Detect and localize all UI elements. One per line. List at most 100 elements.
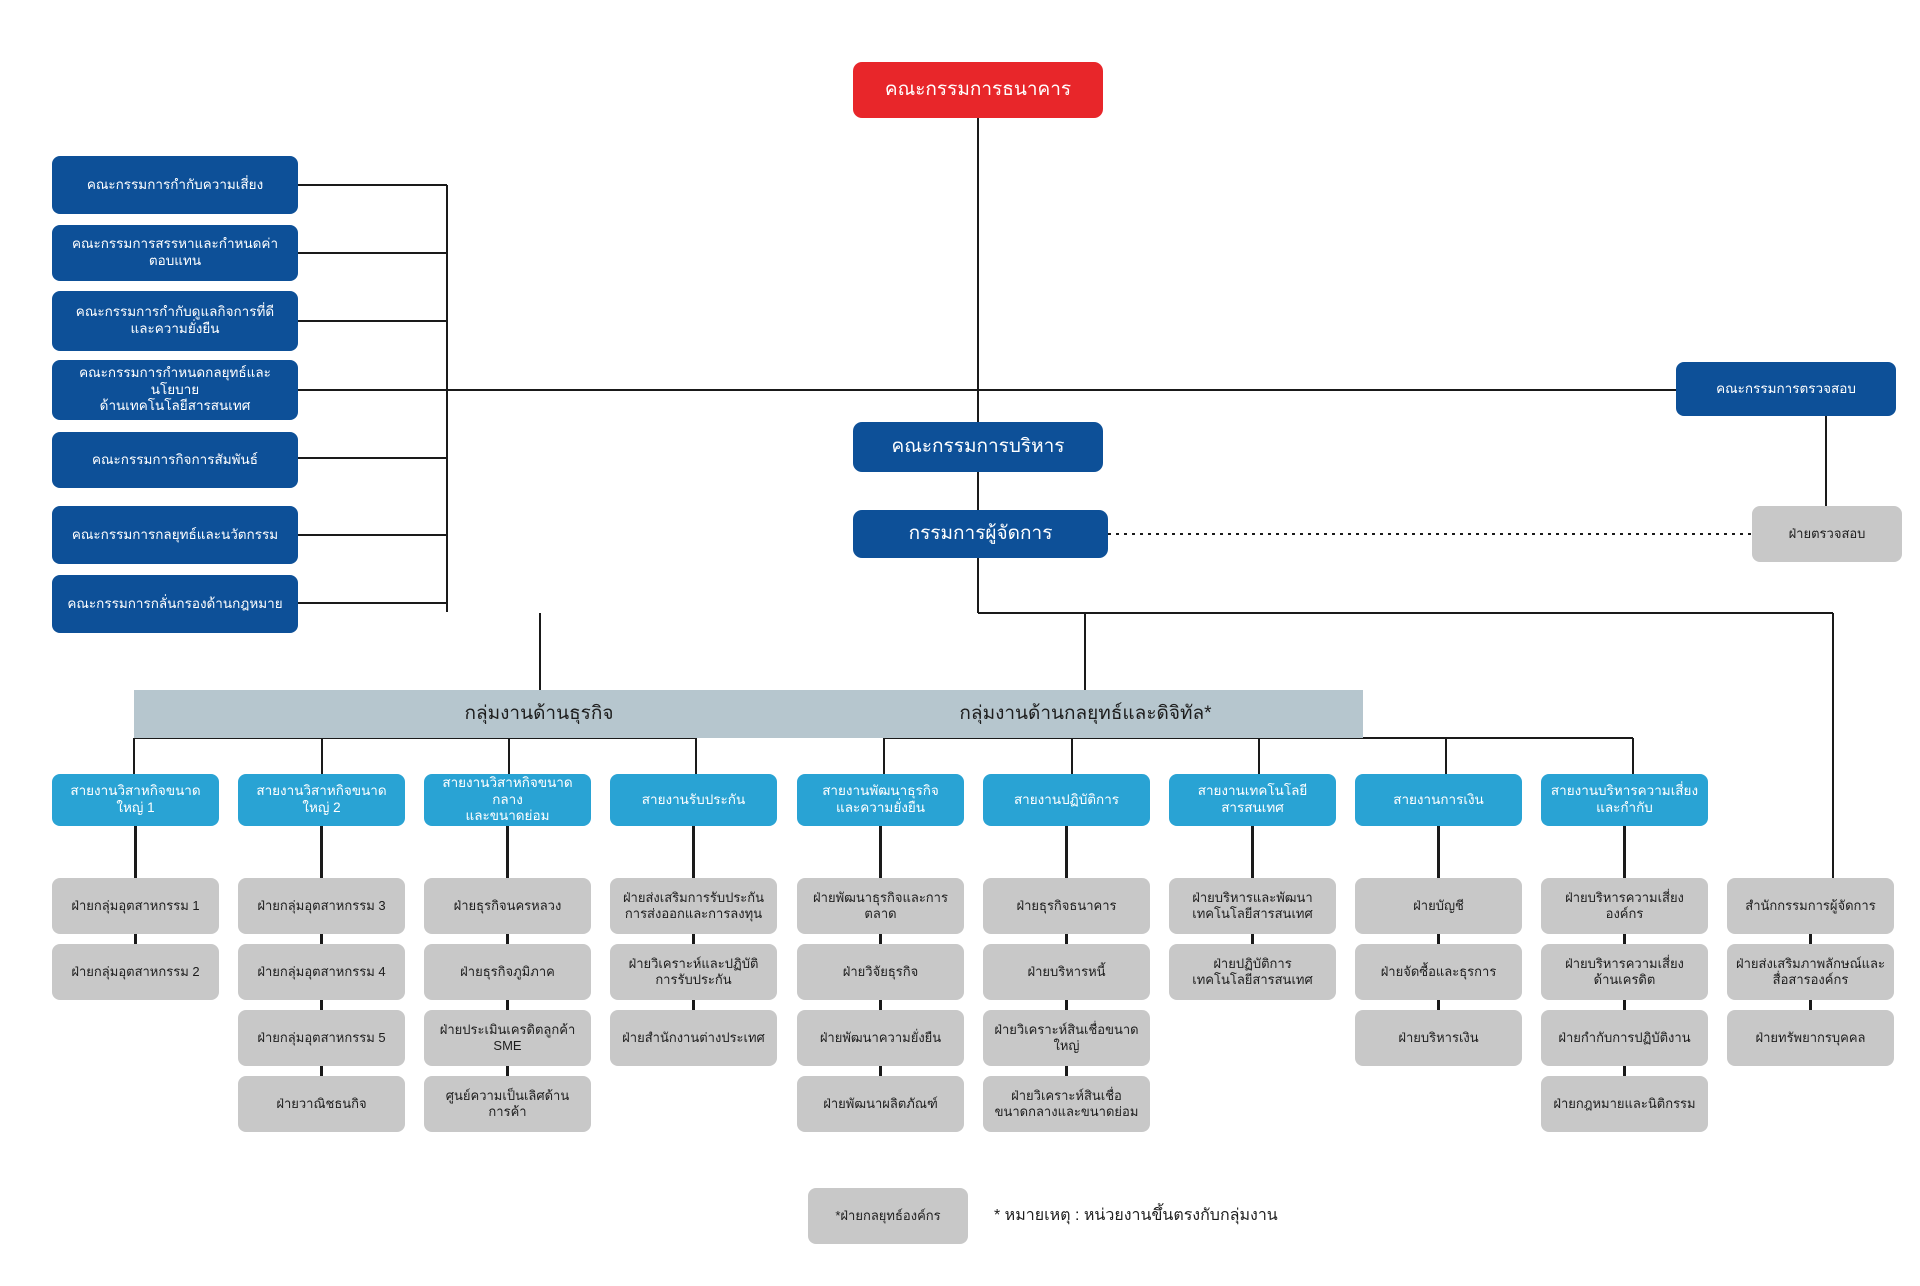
department-label-3-4: ศูนย์ความเป็นเลิศด้านการค้า — [445, 1087, 570, 1119]
direct-report-node-3[interactable]: ฝ่ายทรัพยากรบุคคล — [1727, 1010, 1894, 1066]
group-header-strategy-digital[interactable]: กลุ่มงานด้านกลยุทธ์และดิจิทัล* — [808, 690, 1363, 738]
committee-label-7: คณะกรรมการกลั่นกรองด้านกฎหมาย — [67, 595, 283, 611]
department-label-9-2: ฝ่ายบริหารความเสี่ยงด้านเครดิต — [1565, 955, 1684, 987]
committee-node-2[interactable]: คณะกรรมการสรรหาและกำหนดค่าตอบแทน — [52, 225, 298, 281]
division-label-7: สายงานเทคโนโลยีสารสนเทศ — [1197, 783, 1308, 815]
department-label-1-2: ฝ่ายกลุ่มอุตสาหกรรม 2 — [71, 963, 200, 979]
managing-director-node[interactable]: กรรมการผู้จัดการ — [853, 510, 1108, 558]
department-label-4-2: ฝ่ายวิเคราะห์และปฏิบัติการรับประกัน — [628, 955, 759, 987]
department-node-1-2[interactable]: ฝ่ายกลุ่มอุตสาหกรรม 2 — [52, 944, 219, 1000]
department-node-6-4[interactable]: ฝ่ายวิเคราะห์สินเชื่อขนาดกลางและขนาดย่อม — [983, 1076, 1150, 1132]
division-label-8: สายงานการเงิน — [1393, 791, 1484, 807]
division-label-2: สายงานวิสาหกิจขนาดใหญ่ 2 — [256, 783, 387, 815]
department-label-7-2: ฝ่ายปฏิบัติการเทคโนโลยีสารสนเทศ — [1192, 955, 1313, 987]
department-label-2-4: ฝ่ายวาณิชธนกิจ — [276, 1095, 367, 1111]
committee-label-1: คณะกรรมการกำกับความเสี่ยง — [86, 176, 264, 192]
root-board-label: คณะกรรมการธนาคาร — [884, 79, 1072, 101]
division-node-3[interactable]: สายงานวิสาหกิจขนาดกลางและขนาดย่อม — [424, 774, 591, 826]
department-node-5-1[interactable]: ฝ่ายพัฒนาธุรกิจและการตลาด — [797, 878, 964, 934]
audit-committee-node[interactable]: คณะกรรมการตรวจสอบ — [1676, 362, 1896, 416]
group-header-business-label: กลุ่มงานด้านธุรกิจ — [464, 703, 614, 725]
department-node-3-4[interactable]: ศูนย์ความเป็นเลิศด้านการค้า — [424, 1076, 591, 1132]
committee-node-3[interactable]: คณะกรรมการกำกับดูแลกิจการที่ดีและความยั่… — [52, 291, 298, 351]
committee-label-4: คณะกรรมการกำหนดกลยุทธ์และนโยบายด้านเทคโน… — [79, 364, 271, 414]
department-node-9-2[interactable]: ฝ่ายบริหารความเสี่ยงด้านเครดิต — [1541, 944, 1708, 1000]
department-label-6-1: ฝ่ายธุรกิจธนาคาร — [1016, 897, 1117, 913]
department-label-1-1: ฝ่ายกลุ่มอุตสาหกรรม 1 — [71, 897, 200, 913]
division-label-4: สายงานรับประกัน — [641, 791, 746, 807]
department-label-8-2: ฝ่ายจัดซื้อและธุรการ — [1380, 963, 1497, 979]
department-label-6-2: ฝ่ายบริหารหนี้ — [1027, 963, 1106, 979]
department-node-2-2[interactable]: ฝ่ายกลุ่มอุตสาหกรรม 4 — [238, 944, 405, 1000]
department-label-3-2: ฝ่ายธุรกิจภูมิภาค — [460, 963, 555, 979]
division-label-5: สายงานพัฒนาธุรกิจและความยั่งยืน — [822, 783, 939, 815]
direct-report-label-2: ฝ่ายส่งเสริมภาพลักษณ์และสื่อสารองค์กร — [1736, 955, 1885, 987]
department-node-2-4[interactable]: ฝ่ายวาณิชธนกิจ — [238, 1076, 405, 1132]
committee-label-6: คณะกรรมการกลยุทธ์และนวัตกรรม — [71, 526, 279, 542]
department-node-4-2[interactable]: ฝ่ายวิเคราะห์และปฏิบัติการรับประกัน — [610, 944, 777, 1000]
managing-director-label: กรรมการผู้จัดการ — [908, 523, 1053, 545]
department-label-7-1: ฝ่ายบริหารและพัฒนาเทคโนโลยีสารสนเทศ — [1192, 889, 1313, 921]
footnote-text-label: * หมายเหตุ : หน่วยงานขึ้นตรงกับกลุ่มงาน — [994, 1207, 1278, 1224]
department-node-5-2[interactable]: ฝ่ายวิจัยธุรกิจ — [797, 944, 964, 1000]
department-node-1-1[interactable]: ฝ่ายกลุ่มอุตสาหกรรม 1 — [52, 878, 219, 934]
department-node-3-1[interactable]: ฝ่ายธุรกิจนครหลวง — [424, 878, 591, 934]
committee-label-5: คณะกรรมการกิจการสัมพันธ์ — [92, 451, 258, 467]
department-node-4-3[interactable]: ฝ่ายสำนักงานต่างประเทศ — [610, 1010, 777, 1066]
division-node-2[interactable]: สายงานวิสาหกิจขนาดใหญ่ 2 — [238, 774, 405, 826]
department-node-8-3[interactable]: ฝ่ายบริหารเงิน — [1355, 1010, 1522, 1066]
audit-department-label: ฝ่ายตรวจสอบ — [1788, 525, 1866, 541]
department-node-7-1[interactable]: ฝ่ายบริหารและพัฒนาเทคโนโลยีสารสนเทศ — [1169, 878, 1336, 934]
footnote-box-label: *ฝ่ายกลยุทธ์องค์กร — [835, 1207, 941, 1223]
committee-node-6[interactable]: คณะกรรมการกลยุทธ์และนวัตกรรม — [52, 506, 298, 564]
department-label-5-3: ฝ่ายพัฒนาความยั่งยืน — [819, 1029, 942, 1045]
division-node-6[interactable]: สายงานปฏิบัติการ — [983, 774, 1150, 826]
department-node-9-3[interactable]: ฝ่ายกำกับการปฏิบัติงาน — [1541, 1010, 1708, 1066]
department-node-5-4[interactable]: ฝ่ายพัฒนาผลิตภัณฑ์ — [797, 1076, 964, 1132]
department-node-8-2[interactable]: ฝ่ายจัดซื้อและธุรการ — [1355, 944, 1522, 1000]
division-node-1[interactable]: สายงานวิสาหกิจขนาดใหญ่ 1 — [52, 774, 219, 826]
department-label-3-1: ฝ่ายธุรกิจนครหลวง — [453, 897, 562, 913]
department-node-6-3[interactable]: ฝ่ายวิเคราะห์สินเชื่อขนาดใหญ่ — [983, 1010, 1150, 1066]
division-node-7[interactable]: สายงานเทคโนโลยีสารสนเทศ — [1169, 774, 1336, 826]
department-node-5-3[interactable]: ฝ่ายพัฒนาความยั่งยืน — [797, 1010, 964, 1066]
division-node-5[interactable]: สายงานพัฒนาธุรกิจและความยั่งยืน — [797, 774, 964, 826]
direct-report-node-1[interactable]: สำนักกรรมการผู้จัดการ — [1727, 878, 1894, 934]
division-label-9: สายงานบริหารความเสี่ยงและกำกับ — [1550, 783, 1699, 815]
committee-node-1[interactable]: คณะกรรมการกำกับความเสี่ยง — [52, 156, 298, 214]
department-label-5-1: ฝ่ายพัฒนาธุรกิจและการตลาด — [813, 889, 948, 921]
department-node-4-1[interactable]: ฝ่ายส่งเสริมการรับประกันการส่งออกและการล… — [610, 878, 777, 934]
department-label-4-1: ฝ่ายส่งเสริมการรับประกันการส่งออกและการล… — [622, 889, 765, 921]
division-node-4[interactable]: สายงานรับประกัน — [610, 774, 777, 826]
committee-node-4[interactable]: คณะกรรมการกำหนดกลยุทธ์และนโยบายด้านเทคโน… — [52, 360, 298, 420]
department-node-2-1[interactable]: ฝ่ายกลุ่มอุตสาหกรรม 3 — [238, 878, 405, 934]
department-label-8-1: ฝ่ายบัญชี — [1413, 897, 1464, 913]
executive-committee-node[interactable]: คณะกรรมการบริหาร — [853, 422, 1103, 472]
committee-node-7[interactable]: คณะกรรมการกลั่นกรองด้านกฎหมาย — [52, 575, 298, 633]
root-board-node[interactable]: คณะกรรมการธนาคาร — [853, 62, 1103, 118]
department-node-3-2[interactable]: ฝ่ายธุรกิจภูมิภาค — [424, 944, 591, 1000]
department-node-9-1[interactable]: ฝ่ายบริหารความเสี่ยงองค์กร — [1541, 878, 1708, 934]
division-label-6: สายงานปฏิบัติการ — [1013, 791, 1120, 807]
department-label-9-3: ฝ่ายกำกับการปฏิบัติงาน — [1558, 1029, 1691, 1045]
division-node-9[interactable]: สายงานบริหารความเสี่ยงและกำกับ — [1541, 774, 1708, 826]
committee-label-3: คณะกรรมการกำกับดูแลกิจการที่ดีและความยั่… — [75, 304, 275, 336]
department-node-2-3[interactable]: ฝ่ายกลุ่มอุตสาหกรรม 5 — [238, 1010, 405, 1066]
department-node-6-2[interactable]: ฝ่ายบริหารหนี้ — [983, 944, 1150, 1000]
division-node-8[interactable]: สายงานการเงิน — [1355, 774, 1522, 826]
division-label-3: สายงานวิสาหกิจขนาดกลางและขนาดย่อม — [442, 774, 573, 824]
department-label-9-4: ฝ่ายกฎหมายและนิติกรรม — [1553, 1095, 1696, 1111]
direct-report-node-2[interactable]: ฝ่ายส่งเสริมภาพลักษณ์และสื่อสารองค์กร — [1727, 944, 1894, 1000]
audit-department-node[interactable]: ฝ่ายตรวจสอบ — [1752, 506, 1902, 562]
department-node-6-1[interactable]: ฝ่ายธุรกิจธนาคาร — [983, 878, 1150, 934]
committee-node-5[interactable]: คณะกรรมการกิจการสัมพันธ์ — [52, 432, 298, 488]
footnote-box-node[interactable]: *ฝ่ายกลยุทธ์องค์กร — [808, 1188, 968, 1244]
department-node-7-2[interactable]: ฝ่ายปฏิบัติการเทคโนโลยีสารสนเทศ — [1169, 944, 1336, 1000]
audit-committee-label: คณะกรรมการตรวจสอบ — [1716, 380, 1856, 396]
department-node-8-1[interactable]: ฝ่ายบัญชี — [1355, 878, 1522, 934]
department-label-5-4: ฝ่ายพัฒนาผลิตภัณฑ์ — [823, 1095, 938, 1111]
department-node-9-4[interactable]: ฝ่ายกฎหมายและนิติกรรม — [1541, 1076, 1708, 1132]
